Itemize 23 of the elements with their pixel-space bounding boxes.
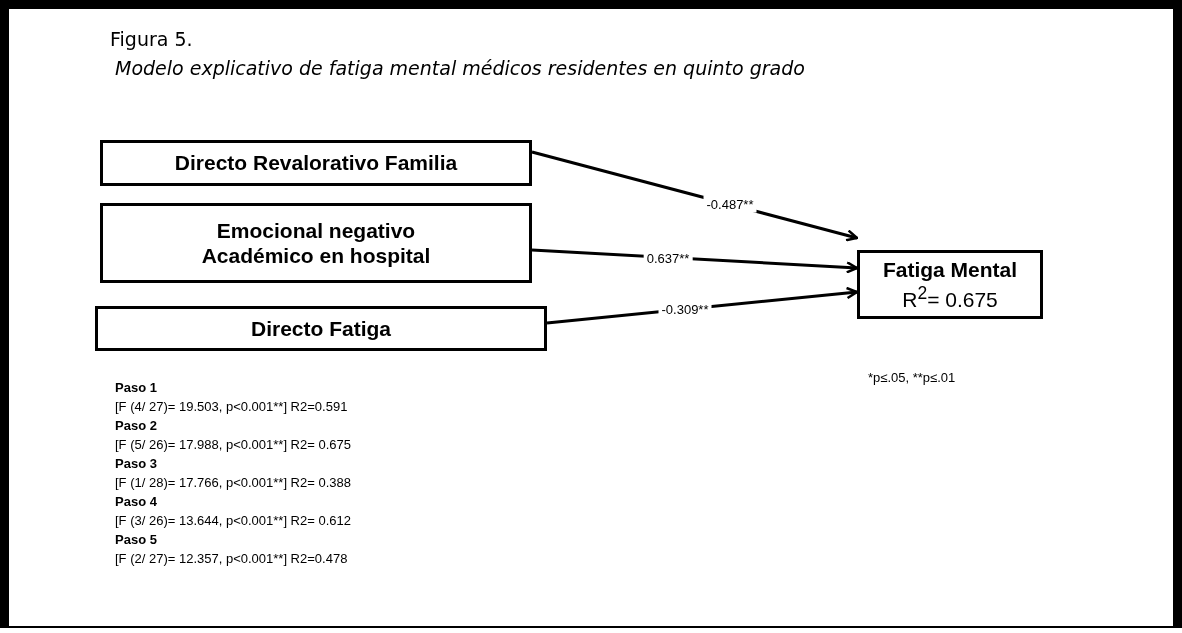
variable-box <box>100 140 532 186</box>
step-heading: Paso 5 <box>115 531 158 549</box>
edge-label: -0.487** <box>703 195 757 213</box>
variable-name: Directo Fatiga <box>251 315 391 342</box>
step-statistics: [F (1/ 28)= 17.766, p<0.001**] R2= 0.388 <box>115 474 351 492</box>
variable-box <box>857 250 1043 319</box>
variable-name: Directo Revalorativo Familia <box>174 150 458 176</box>
step-heading: Paso 1 <box>115 379 158 397</box>
variable-box <box>95 306 547 351</box>
variable-box <box>100 203 532 283</box>
variable-name: Emocional negativo Académico en hospital <box>200 217 432 269</box>
step-heading: Paso 2 <box>115 417 158 435</box>
step-statistics: [F (5/ 26)= 17.988, p<0.001**] R2= 0.675 <box>115 436 351 454</box>
significance-note: *p≤.05, **p≤.01 <box>868 370 956 385</box>
r-squared-value: R$^{2}$= 0.675 <box>902 282 998 312</box>
variable-name: Fatiga Mental <box>882 257 1018 283</box>
step-heading: Paso 3 <box>115 455 158 473</box>
step-statistics: [F (4/ 27)= 19.503, p<0.001**] R2=0.591 <box>115 398 349 416</box>
step-statistics: [F (2/ 27)= 12.357, p<0.001**] R2=0.478 <box>115 550 349 568</box>
figure-title: Figura 5. <box>110 28 193 50</box>
figure-caption: Modelo explicativo de fatiga mental médicos residentes en quinto grado <box>115 57 805 79</box>
step-heading: Paso 4 <box>115 493 158 511</box>
step-statistics: [F (3/ 26)= 13.644, p<0.001**] R2= 0.612 <box>115 512 351 530</box>
